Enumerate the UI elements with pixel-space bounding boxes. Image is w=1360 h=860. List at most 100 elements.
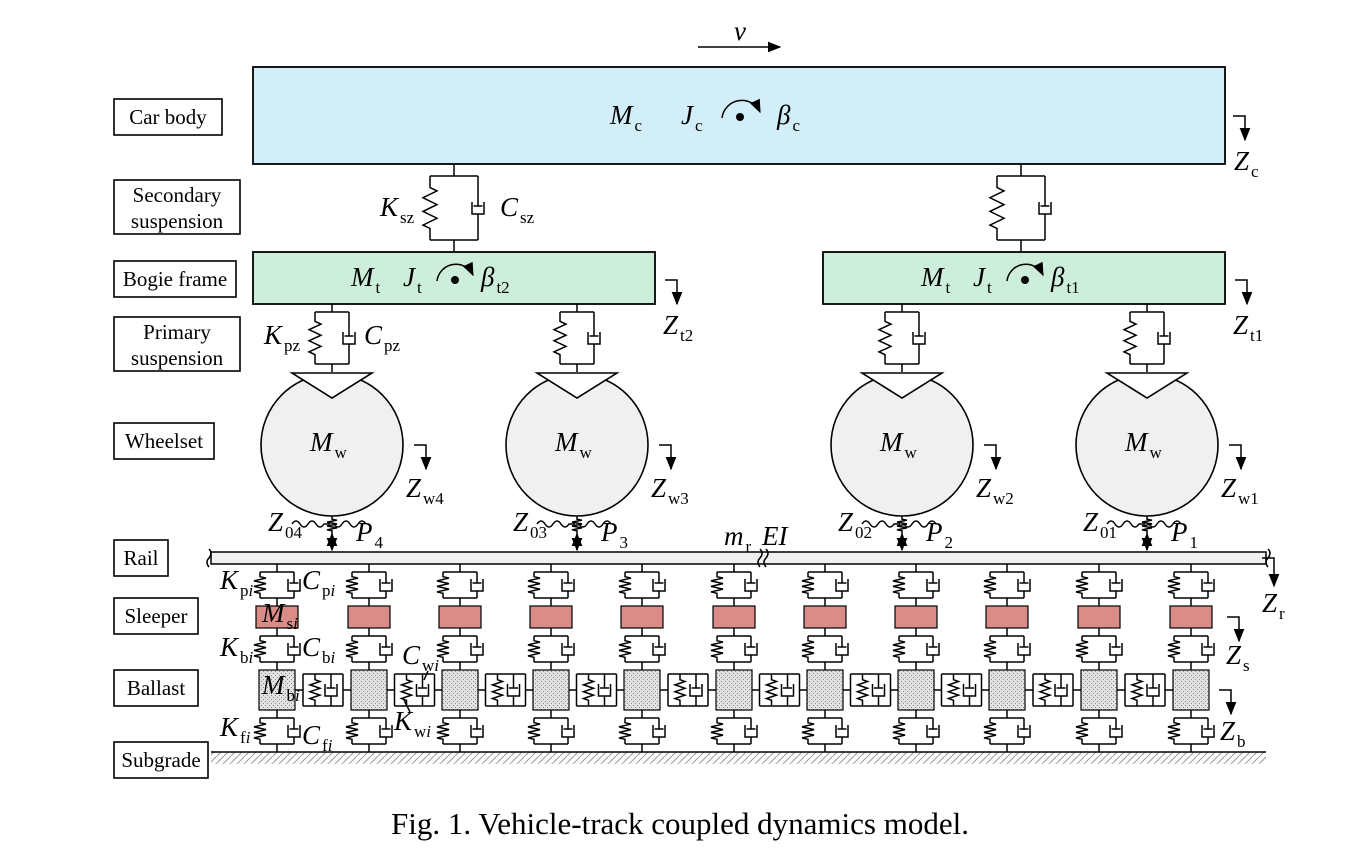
ballast-block <box>988 669 1026 711</box>
spring-damper-unit <box>253 628 301 670</box>
spring-damper-unit <box>527 564 575 606</box>
ballast-block <box>897 669 935 711</box>
layer-label-ballast: Ballast <box>113 669 199 707</box>
spring <box>527 572 541 598</box>
ballast-shear-unit <box>1025 673 1081 707</box>
spring-damper-unit <box>892 710 940 752</box>
wheelset-displacement-arrow <box>1229 444 1247 471</box>
layer-label-text: suspension <box>131 209 224 233</box>
spring <box>710 572 724 598</box>
ballast-block <box>806 669 844 711</box>
sleeper-block <box>985 605 1029 629</box>
sleeper-block <box>1169 605 1213 629</box>
spring-damper-unit <box>983 628 1031 670</box>
ballast-shear-unit <box>752 673 807 707</box>
track-unit-1 <box>253 564 351 752</box>
ballast-shear-unit <box>1117 673 1173 707</box>
sleeper-block <box>712 605 756 629</box>
rail-displacement-arrow <box>1262 557 1280 588</box>
spring-damper-unit <box>618 564 666 606</box>
sleeper-block <box>529 605 573 629</box>
ballast-block <box>1172 669 1210 711</box>
spring <box>345 718 359 744</box>
track-model <box>206 548 1280 764</box>
wheelset-displacement-arrow <box>984 444 1002 471</box>
spring-damper-unit <box>527 710 575 752</box>
bogie-displacement-arrow <box>1235 279 1253 306</box>
ballast-block <box>623 669 661 711</box>
spring <box>399 674 414 706</box>
layer-label-text: Sleeper <box>125 604 188 628</box>
layer-label-text: Wheelset <box>125 429 203 453</box>
spring <box>552 312 568 364</box>
spring-damper-unit <box>253 710 301 752</box>
track-unit-10 <box>1075 564 1173 752</box>
wheelset-3 <box>830 372 1002 552</box>
spring <box>490 674 505 706</box>
contact-spring <box>571 516 583 534</box>
velocity-symbol: v <box>734 16 746 46</box>
spring <box>801 718 815 744</box>
sleeper-displacement-arrow <box>1227 616 1245 643</box>
spring <box>1129 674 1145 706</box>
force-wave <box>333 520 367 528</box>
vehicle-model <box>252 41 1253 552</box>
wheelset-displacement-arrow <box>414 444 432 471</box>
spring-damper-unit <box>1167 628 1215 670</box>
spring-damper-unit <box>1167 564 1215 606</box>
spring-damper-unit <box>618 628 666 670</box>
spring <box>436 718 450 744</box>
car-body-displacement-arrow <box>1233 115 1251 142</box>
force-wave <box>1148 520 1182 528</box>
spring-damper-unit <box>1075 564 1123 606</box>
bogie-rotation-arrow <box>436 261 474 282</box>
spring <box>581 674 596 706</box>
wheelset-displacement-arrow <box>659 444 677 471</box>
spring-damper-unit <box>307 304 356 372</box>
spring <box>892 718 906 744</box>
track-unit-4 <box>527 564 624 752</box>
bogie-rotation-arrow <box>1006 261 1044 282</box>
layer-label-text: Car body <box>129 105 207 129</box>
spring-damper-unit <box>436 564 484 606</box>
force-wave <box>578 520 612 528</box>
layer-label-text: Rail <box>124 546 159 570</box>
irregularity-wave <box>861 520 900 528</box>
layer-label-bogie-frame: Bogie frame <box>113 260 237 298</box>
irregularity-wave <box>291 520 330 528</box>
spring <box>253 636 267 662</box>
spring <box>618 718 632 744</box>
bogie-displacement-arrow <box>665 279 683 306</box>
shear-leader-line <box>423 670 429 681</box>
ballast-block <box>1080 669 1118 711</box>
rail-break-left <box>206 548 212 568</box>
ballast-shear-unit <box>295 673 351 707</box>
spring-damper-unit <box>710 628 758 670</box>
spring-damper-unit <box>345 628 393 670</box>
spring <box>892 572 906 598</box>
layer-label-sleeper: Sleeper <box>113 597 199 635</box>
spring <box>710 636 724 662</box>
